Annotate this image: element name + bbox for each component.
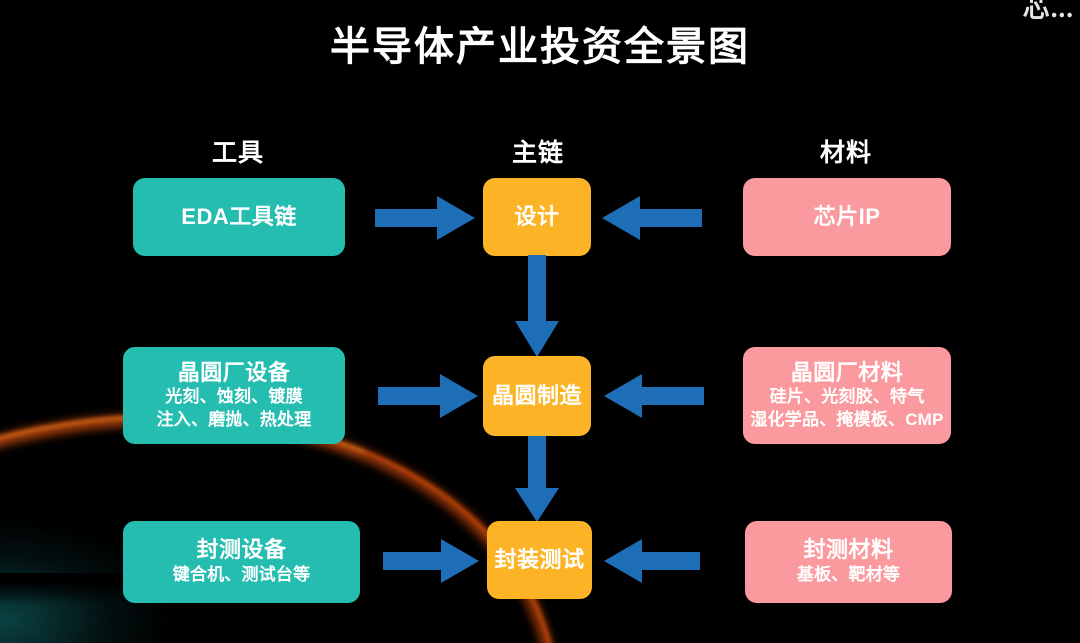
node-eda-toolchain[interactable]: EDA工具链 — [133, 178, 345, 256]
node-title: 晶圆厂材料 — [790, 359, 904, 385]
node-title: 封测材料 — [803, 537, 894, 563]
arrow-down-icon-fab-to-osat — [515, 436, 559, 522]
arrow-right-icon-row3-left — [383, 539, 479, 583]
node-subline-1: 硅片、光刻胶、特气 — [769, 387, 925, 407]
arrow-down-icon-design-to-fab — [515, 255, 559, 357]
node-title: 芯片IP — [813, 203, 881, 229]
node-title: 封装测试 — [494, 546, 585, 572]
node-title: 晶圆厂设备 — [177, 359, 291, 385]
arrow-left-icon-row3-right — [604, 539, 700, 583]
arrow-left-icon-row1-right — [602, 196, 702, 240]
node-title: 设计 — [514, 203, 560, 229]
node-title: 封测设备 — [196, 537, 287, 563]
node-subline-1: 光刻、蚀刻、镀膜 — [165, 387, 303, 407]
node-design[interactable]: 设计 — [483, 178, 591, 256]
watermark-text: 芯... — [1022, 0, 1074, 23]
arrow-left-icon-row2-right — [604, 374, 704, 418]
node-packaging-testing[interactable]: 封装测试 — [487, 521, 592, 599]
arrow-right-icon-row1-left — [375, 196, 475, 240]
column-header-tools: 工具 — [211, 139, 264, 167]
column-header-chain: 主链 — [511, 139, 564, 167]
page-title: 半导体产业投资全景图 — [330, 25, 750, 69]
node-title: 晶圆制造 — [491, 382, 582, 408]
node-fab-equipment[interactable]: 晶圆厂设备 光刻、蚀刻、镀膜 注入、磨抛、热处理 — [123, 347, 345, 444]
node-subline-1: 键合机、测试台等 — [172, 565, 311, 585]
node-osat-equipment[interactable]: 封测设备 键合机、测试台等 — [123, 521, 360, 603]
arrow-right-icon-row2-left — [378, 374, 478, 418]
node-fab-materials[interactable]: 晶圆厂材料 硅片、光刻胶、特气 湿化学品、掩模板、CMP — [743, 347, 951, 444]
column-header-materials: 材料 — [819, 139, 872, 167]
node-wafer-manufacturing[interactable]: 晶圆制造 — [483, 356, 591, 436]
node-osat-materials[interactable]: 封测材料 基板、靶材等 — [745, 521, 952, 603]
node-title: EDA工具链 — [181, 203, 297, 229]
node-subline-2: 注入、磨抛、热处理 — [156, 409, 312, 429]
node-chip-ip[interactable]: 芯片IP — [743, 178, 951, 256]
node-subline-2: 湿化学品、掩模板、CMP — [750, 409, 944, 429]
node-subline-1: 基板、靶材等 — [796, 565, 901, 585]
